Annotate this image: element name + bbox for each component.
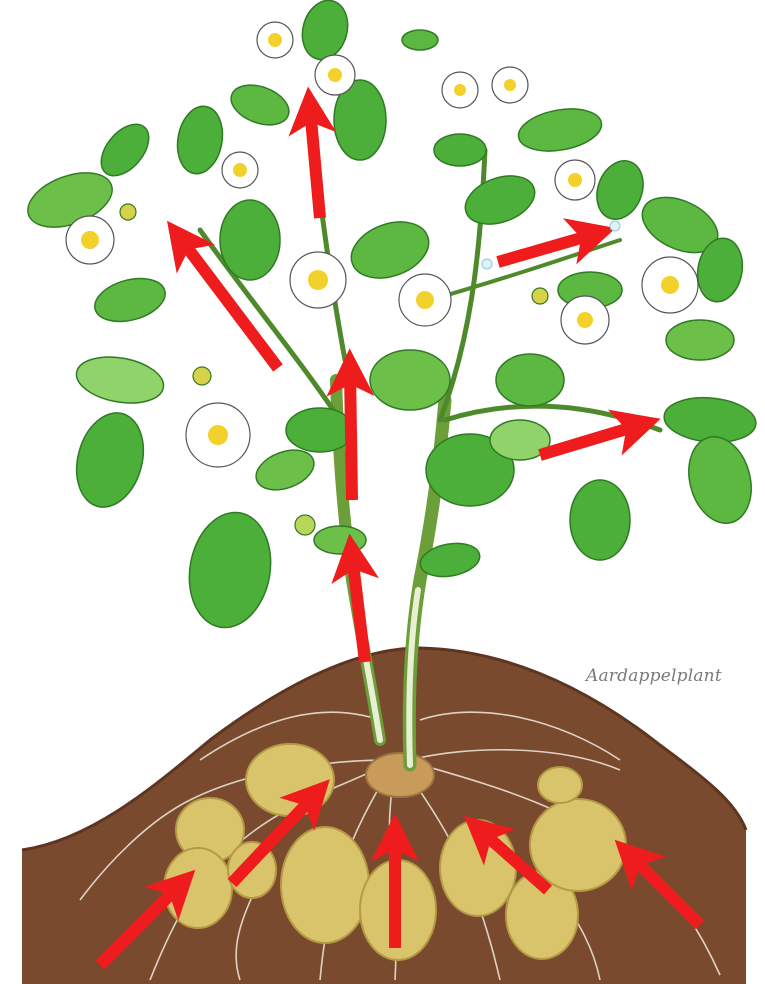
flower (555, 160, 595, 200)
tuber (538, 767, 582, 803)
leaf (314, 526, 366, 554)
leaf (172, 103, 227, 178)
leaf (515, 103, 605, 157)
leaf (73, 351, 167, 410)
flow-arrow (498, 234, 595, 262)
leaf (496, 354, 564, 406)
leaf (67, 405, 154, 514)
flower (290, 252, 346, 308)
leaf (402, 30, 438, 50)
flow-arrow (350, 370, 352, 500)
flower (315, 55, 355, 95)
flower (492, 67, 528, 103)
tuber (281, 827, 369, 943)
flower (257, 22, 293, 58)
caption: Aardappelplant (586, 666, 722, 686)
flower (442, 72, 478, 108)
flow-arrow (540, 425, 640, 455)
flow-arrow (352, 555, 365, 662)
leaf (181, 506, 280, 634)
leaf (92, 115, 158, 184)
flower (186, 403, 250, 467)
leaf (90, 271, 170, 328)
leaf (296, 0, 354, 65)
leaf (459, 167, 542, 233)
flower (222, 152, 258, 188)
leaf (570, 480, 630, 560)
leaf (434, 134, 486, 166)
leaf (286, 408, 354, 452)
flower (399, 274, 451, 326)
leaf (220, 200, 280, 280)
leaves (20, 0, 760, 634)
tuber (246, 744, 334, 816)
tuber (366, 753, 434, 797)
tuber (530, 799, 626, 891)
flower (561, 296, 609, 344)
leaf (226, 78, 295, 132)
flow-arrow (310, 108, 320, 218)
flower (642, 257, 698, 313)
leaf (680, 430, 761, 531)
flower (66, 216, 114, 264)
leaf (370, 350, 450, 410)
leaf (666, 320, 734, 360)
